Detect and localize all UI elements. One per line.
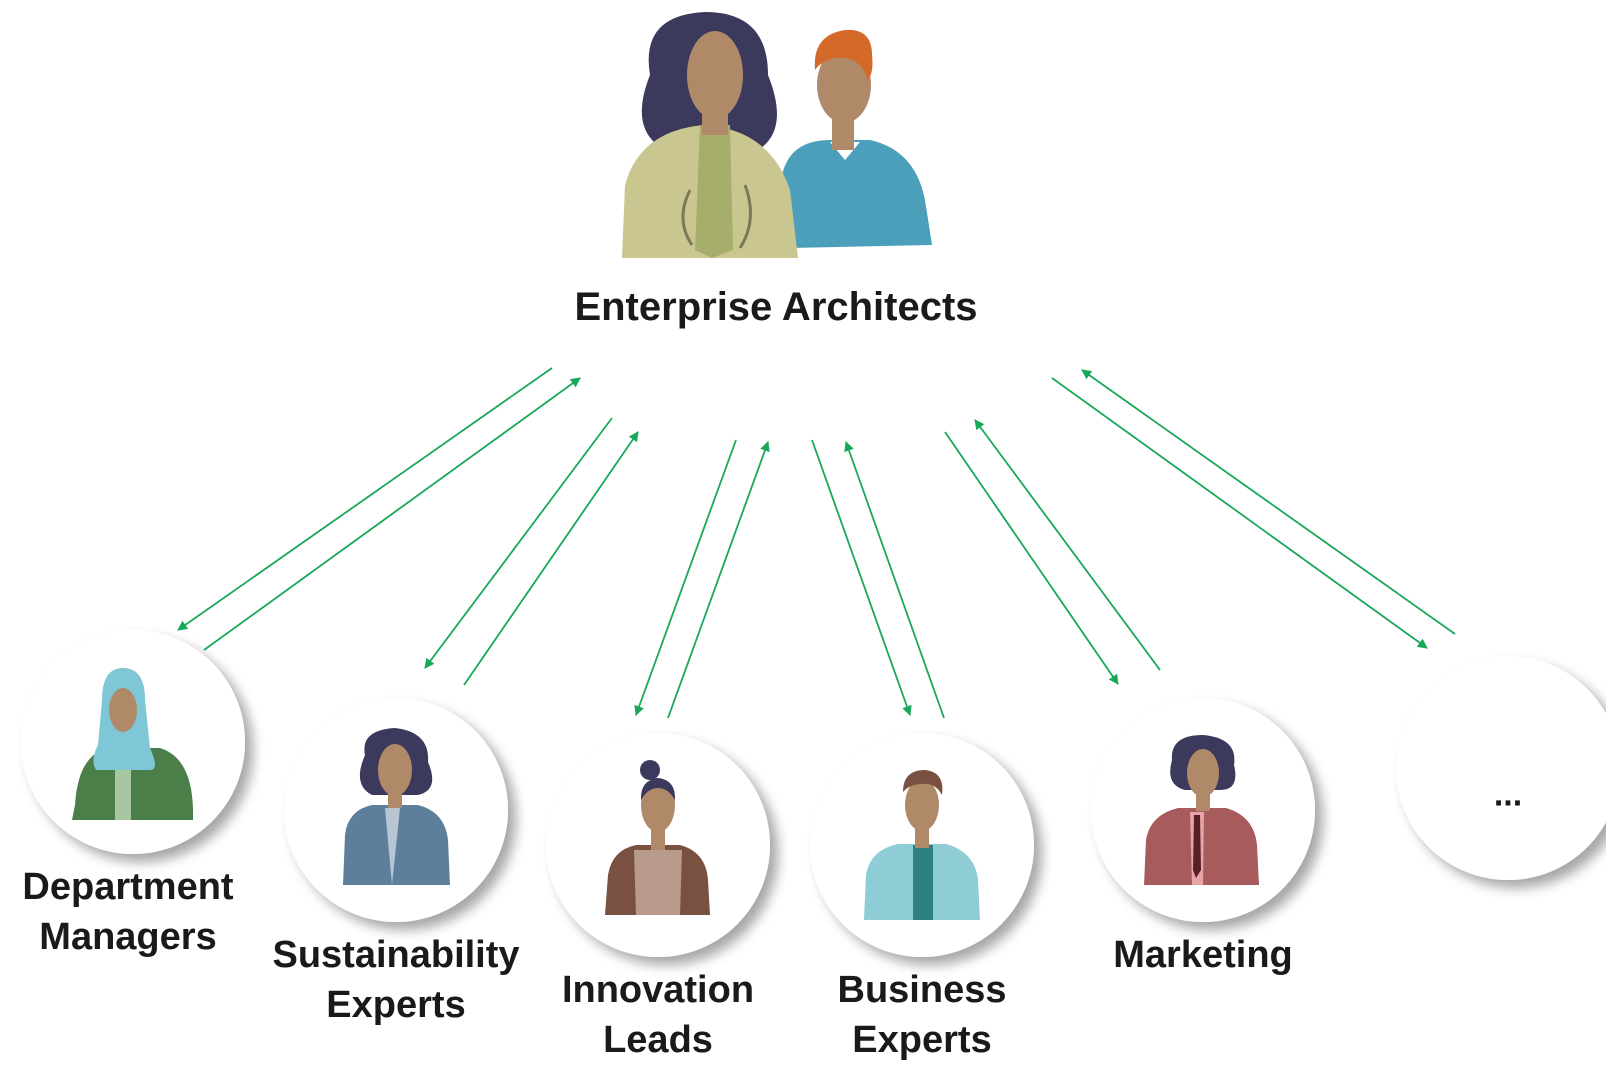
- arrow-from-business-experts: [844, 441, 945, 719]
- label-line: Innovation: [561, 969, 755, 1011]
- architect-man-icon: [782, 29, 932, 248]
- more-ellipsis: ...: [1493, 775, 1523, 814]
- arrow-to-more: [1051, 377, 1428, 649]
- stakeholder-nodes: [21, 630, 1606, 957]
- arrow-to-sustainability-experts: [424, 417, 613, 669]
- label-sustainability-experts: Sustainability Experts: [272, 930, 519, 1030]
- node-business-experts: [810, 733, 1034, 957]
- node-department-managers: [21, 630, 245, 854]
- architect-woman-icon: [622, 12, 798, 258]
- arrow-from-department-managers: [203, 377, 581, 651]
- arrow-from-marketing: [974, 419, 1161, 671]
- label-line: Leads: [603, 1019, 713, 1061]
- arrow-to-marketing: [944, 431, 1119, 685]
- node-sustainability-experts: [284, 698, 508, 922]
- connector-arrows: [177, 367, 1456, 719]
- label-business-experts: Business Experts: [838, 965, 1007, 1065]
- node-marketing: [1091, 698, 1315, 922]
- label-line: Business: [837, 969, 1007, 1011]
- label-line: Department: [22, 866, 234, 908]
- label-line: Experts: [852, 1019, 992, 1061]
- arrow-from-innovation-leads: [667, 441, 770, 719]
- sustainability-expert-icon: [343, 728, 450, 885]
- label-line: Managers: [39, 916, 217, 958]
- business-expert-icon: [864, 770, 980, 920]
- label-line: Marketing: [1113, 934, 1293, 976]
- arrow-from-more: [1081, 369, 1456, 635]
- hub-illustration: [622, 12, 932, 258]
- arrow-to-business-experts: [811, 439, 912, 716]
- label-department-managers: Department Managers: [22, 862, 233, 962]
- label-line: Sustainability: [272, 934, 520, 976]
- node-more: [1396, 656, 1606, 880]
- hub-label: Enterprise Architects: [574, 285, 978, 329]
- department-manager-icon: [72, 668, 193, 820]
- arrow-to-innovation-leads: [634, 439, 737, 716]
- node-innovation-leads: [546, 733, 770, 957]
- label-innovation-leads: Innovation Leads: [562, 965, 754, 1065]
- arrow-from-sustainability-experts: [463, 431, 639, 686]
- marketing-icon: [1144, 735, 1259, 885]
- label-marketing: Marketing: [1113, 930, 1292, 980]
- innovation-lead-icon: [605, 760, 710, 915]
- label-line: Experts: [326, 984, 466, 1026]
- arrow-to-department-managers: [177, 367, 553, 631]
